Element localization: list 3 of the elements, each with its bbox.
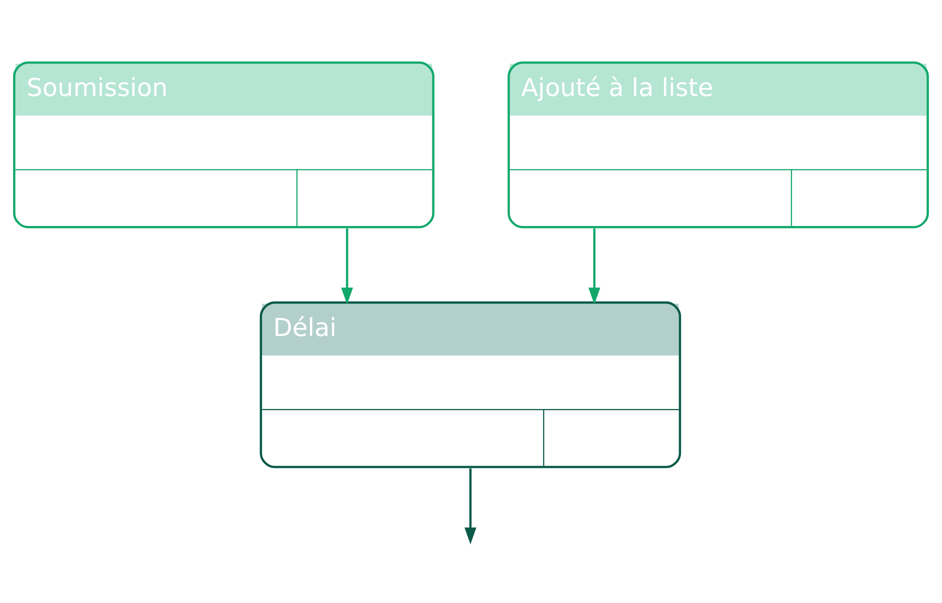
arrow [341, 228, 354, 304]
arrow [464, 468, 476, 544]
arrow [588, 228, 600, 304]
